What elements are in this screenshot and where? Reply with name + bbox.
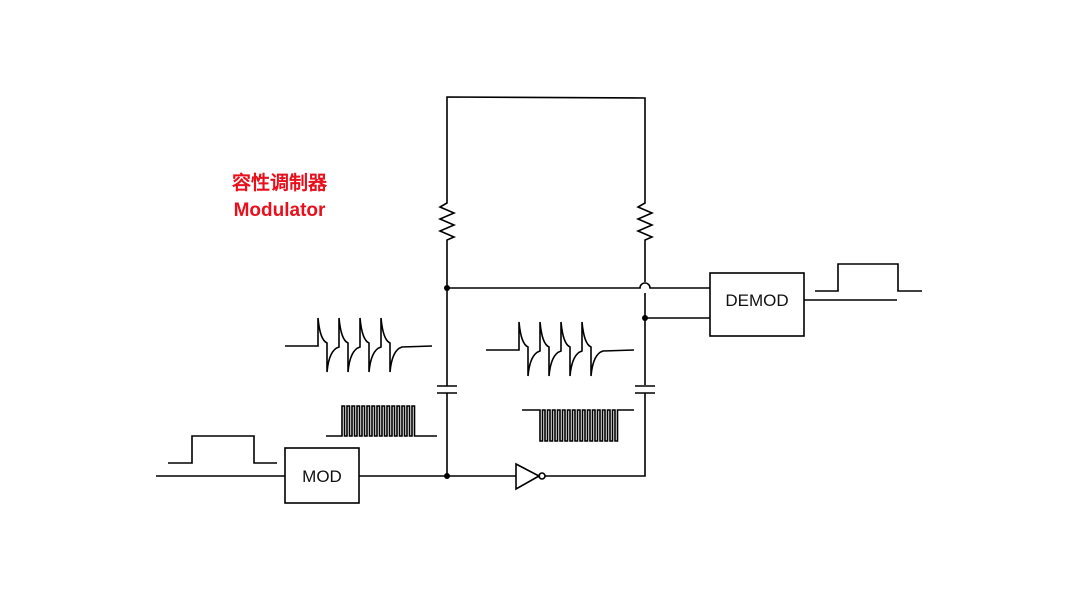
top-wire — [446, 96, 646, 200]
inverter-bubble — [538, 472, 546, 480]
carrier-trace — [522, 409, 634, 442]
spike-trace — [285, 317, 433, 373]
demod-block — [709, 272, 805, 337]
left-capacitor — [437, 385, 457, 394]
left-resistor — [437, 200, 457, 288]
mod-block — [284, 447, 360, 504]
demod-label: DEMOD — [725, 291, 788, 310]
title-english: Modulator — [233, 200, 326, 221]
right-capacitor — [635, 385, 655, 394]
upper-signal-wire — [447, 282, 710, 289]
title-chinese: 容性调制器 — [232, 173, 328, 194]
right-resistor — [635, 200, 655, 282]
junction-dot-upper-left — [444, 285, 450, 291]
inverter-triangle — [515, 462, 541, 491]
output-pulse-waveform — [815, 263, 922, 292]
left-spike-waveform — [285, 317, 433, 373]
title-block: 容性调制器 Modulator — [232, 170, 327, 224]
carrier-trace — [326, 405, 437, 437]
mod-label: MOD — [302, 467, 342, 486]
right-spike-waveform — [486, 321, 635, 377]
right-carrier-waveform — [522, 409, 634, 442]
spike-trace — [486, 321, 635, 377]
input-pulse-waveform — [168, 435, 277, 464]
left-carrier-waveform — [326, 405, 437, 437]
junction-dot-right — [642, 315, 648, 321]
right-lower-wire — [545, 393, 646, 477]
